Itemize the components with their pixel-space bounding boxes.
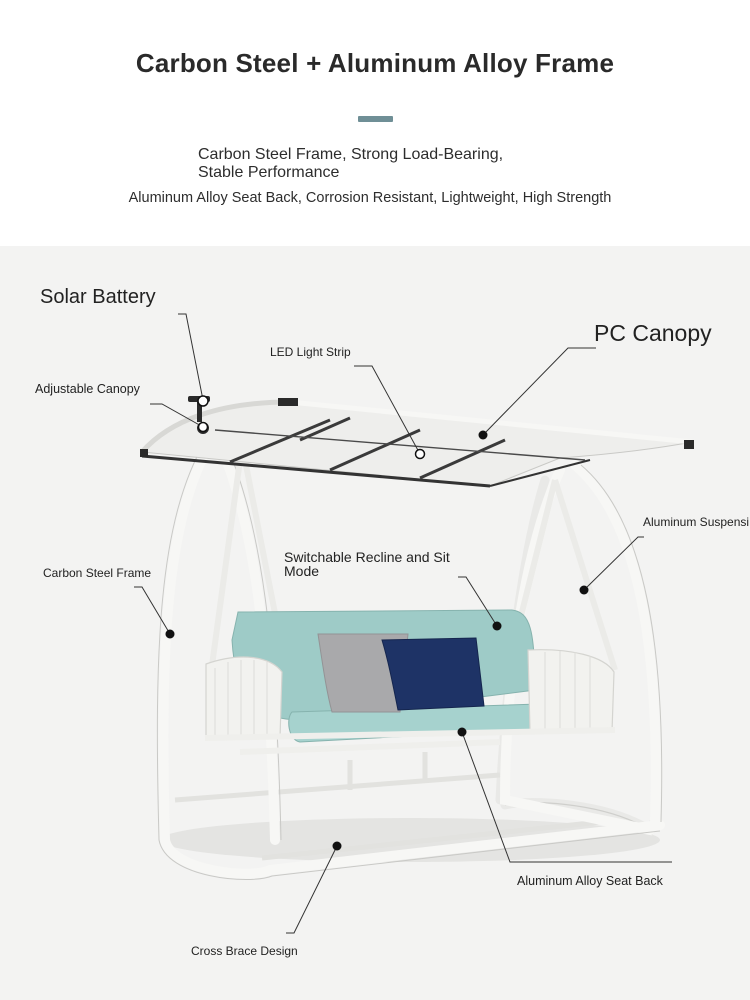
subtitle-line-2: Stable Performance — [198, 164, 340, 181]
callout-aluminum-suspension: Aluminum Suspensi — [643, 515, 750, 529]
subtitle-line-1: Carbon Steel Frame, Strong Load-Bearing, — [198, 146, 504, 163]
callout-led-light-strip: LED Light Strip — [270, 345, 351, 359]
callout-adjustable-canopy: Adjustable Canopy — [35, 382, 140, 396]
callout-aluminum-alloy-seat-back: Aluminum Alloy Seat Back — [517, 874, 663, 888]
seat-frame — [204, 727, 616, 755]
led-light-strip — [214, 429, 586, 461]
subtitle-line-3: Aluminum Alloy Seat Back, Corrosion Resi… — [128, 190, 612, 206]
callout-cross-brace-design: Cross Brace Design — [191, 944, 298, 958]
right-armrest — [527, 649, 615, 733]
cross-brace — [174, 752, 601, 861]
suspension-arms — [207, 459, 618, 691]
left-armrest — [205, 656, 283, 739]
callout-switchable-mode-line-1: Switchable Recline and Sit — [284, 549, 450, 565]
leader-lines — [134, 313, 672, 934]
callout-solar-battery: Solar Battery — [40, 286, 156, 308]
callout-dots — [165, 395, 589, 851]
header-section: Carbon Steel + Aluminum Alloy Frame Carb… — [0, 0, 750, 246]
canopy-ribs — [229, 416, 506, 480]
callout-carbon-steel-frame: Carbon Steel Frame — [43, 566, 152, 580]
canopy-back-rail — [289, 399, 693, 445]
navy-pillow — [381, 637, 485, 711]
page-title: Carbon Steel + Aluminum Alloy Frame — [135, 48, 615, 78]
callout-switchable-mode: Switchable Recline and Sit Mode — [284, 550, 474, 578]
subtitle-block: Carbon Steel Frame, Strong Load-Bearing,… — [198, 146, 558, 182]
canopy-front-rail — [141, 454, 491, 488]
accent-divider — [358, 116, 393, 122]
callout-pc-canopy: PC Canopy — [594, 320, 712, 346]
canopy-end-cap — [278, 398, 298, 406]
callout-switchable-mode-line-2: Mode — [284, 563, 320, 579]
